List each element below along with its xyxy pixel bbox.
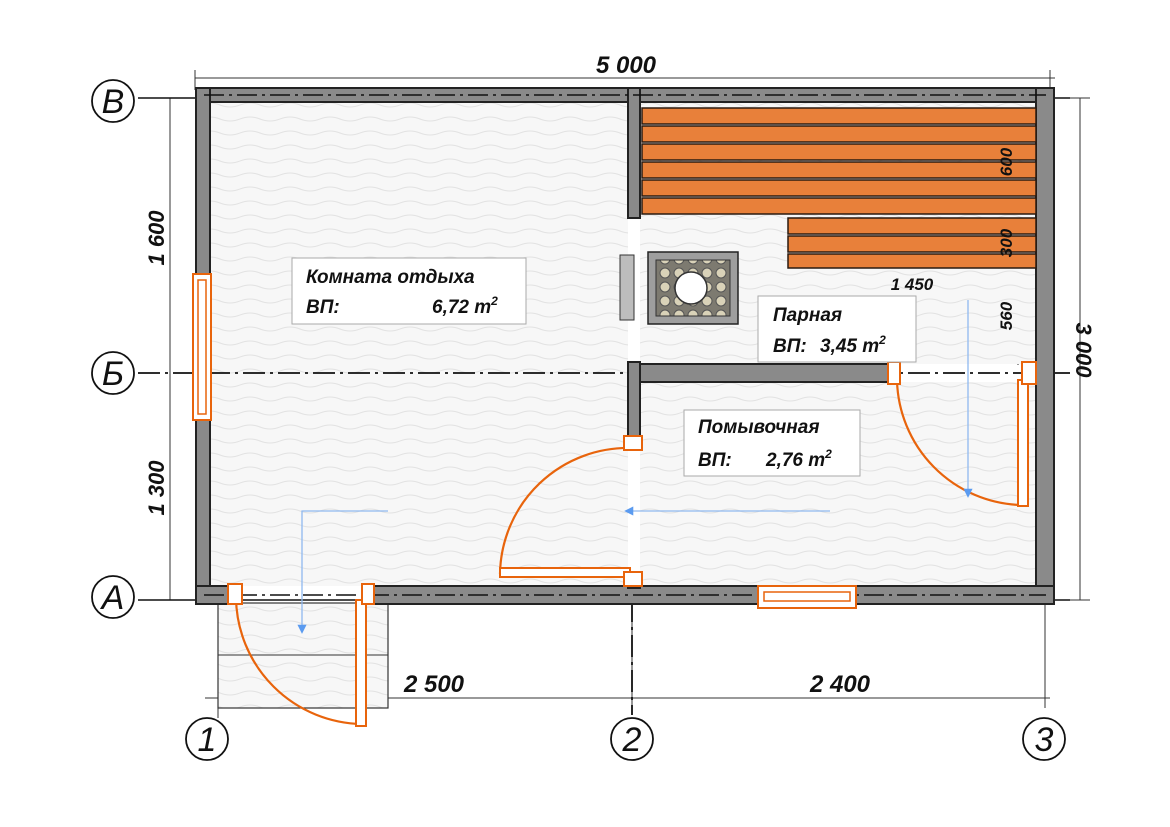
walls [195,87,1055,605]
dim-upper-height: 1 600 [144,210,169,266]
dim-lower-height: 1 300 [144,460,169,516]
svg-text:Б: Б [102,355,124,393]
dim-total-height: 3 000 [1071,322,1096,378]
dim-bench-lower: 300 [997,228,1016,257]
room-label-boxes [291,257,917,477]
room-name-wash: Помывочная [698,417,820,438]
axis-bubble-col-3: 3 [1022,717,1066,761]
axis-bubble-col-1: 1 [185,708,229,761]
room-label-steam: ВП: [773,336,807,357]
stove [619,251,739,325]
room-name-steam: Парная [773,305,842,326]
axis-bubble-row-a: А [91,575,135,619]
dim-bench-clear: 560 [997,301,1016,330]
room-label-wash: ВП: [698,450,732,471]
sauna-benches [641,107,1037,269]
svg-text:1: 1 [198,721,217,759]
dim-bench-length: 1 450 [891,275,934,294]
room-label-lounge: ВП: [306,297,340,318]
svg-text:А: А [100,579,125,617]
svg-text:В: В [102,83,125,121]
axis-bubble-row-b: Б [91,351,135,395]
room-name-lounge: Комната отдыха [306,267,475,288]
doors [227,361,1037,727]
svg-text:3: 3 [1035,721,1054,759]
svg-text:2: 2 [622,721,642,759]
axis-bubble-row-v: В [91,79,135,123]
room-area-wash: 2,76 m2 [765,447,832,471]
room-area-lounge: 6,72 m2 [432,294,498,318]
windows [192,273,857,609]
dim-bench-upper: 600 [997,147,1016,176]
room-area-steam: 3,45 m2 [820,333,886,357]
axis-bubble-col-2: 2 [610,717,654,761]
dim-right-bay: 2 400 [809,671,871,698]
dim-left-bay: 2 500 [403,671,465,698]
flow-arrows [297,300,973,634]
dim-total-width: 5 000 [596,52,657,79]
